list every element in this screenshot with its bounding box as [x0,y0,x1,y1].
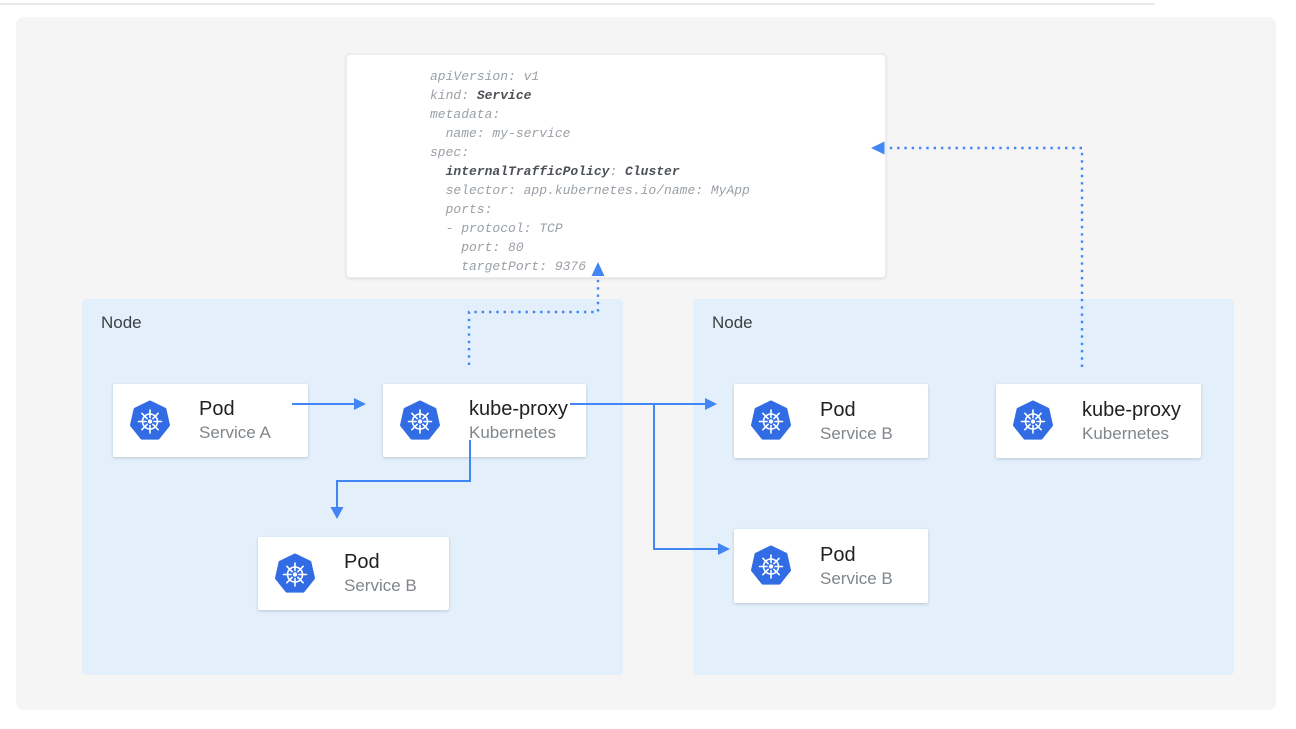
card-title: kube-proxy [469,398,568,420]
card-subtitle: Kubernetes [469,423,556,442]
node-right: Node Pod Service B Pod Service B kube-pr [693,299,1234,675]
kubernetes-icon [400,400,440,440]
node-left-label: Node [101,313,142,332]
yaml-code-line: port: 80 [430,240,524,255]
diagram-panel: apiVersion: v1 kind: Service metadata: nam… [16,17,1276,710]
kubernetes-icon [1013,400,1053,440]
card-subtitle: Service A [199,423,271,442]
card-kube-proxy-right: kube-proxy Kubernetes [996,384,1201,458]
card-title: Pod [344,551,380,573]
yaml-code-line: spec: [430,145,470,160]
card-pod-service-b-right-bottom: Pod Service B [734,529,928,603]
yaml-code-line: - protocol: TCP [430,221,563,236]
card-title: Pod [820,398,856,421]
card-pod-service-b-right-top: Pod Service B [734,384,928,458]
yaml-code-line: apiVersion: v1 [430,69,540,84]
yaml-code-line: metadata: [430,107,501,122]
card-kube-proxy-left: kube-proxy Kubernetes [383,384,586,457]
node-left: Node Pod Service A kube-proxy Kubernetes [82,299,623,675]
kubernetes-icon [751,545,791,585]
yaml-code-line: internalTrafficPolicy: Cluster [445,164,680,179]
yaml-code-line: name: my-service [430,126,571,141]
kubernetes-icon [275,553,315,593]
card-subtitle: Service B [820,423,893,443]
card-pod-service-b-left: Pod Service B [258,537,449,610]
yaml-code-line: ports: [430,202,493,217]
yaml-code-line: targetPort: 9376 [430,259,587,274]
kubernetes-icon [130,400,170,440]
card-pod-service-a: Pod Service A [113,384,308,457]
node-right-label: Node [712,313,753,332]
card-subtitle: Service B [820,568,893,588]
card-title: Pod [820,543,856,566]
kubernetes-icon [751,400,791,440]
service-yaml-card: apiVersion: v1 kind: Service metadata: nam… [346,54,886,278]
yaml-code-line: kind: Service [430,88,532,103]
top-border-rule [0,3,1155,5]
yaml-code: apiVersion: v1 kind: Service metadata: nam… [430,67,877,276]
card-subtitle: Kubernetes [1082,423,1169,443]
card-subtitle: Service B [344,576,417,595]
card-title: kube-proxy [1082,398,1181,421]
yaml-code-line: selector: app.kubernetes.io/name: MyApp [430,183,750,198]
card-title: Pod [199,398,235,420]
